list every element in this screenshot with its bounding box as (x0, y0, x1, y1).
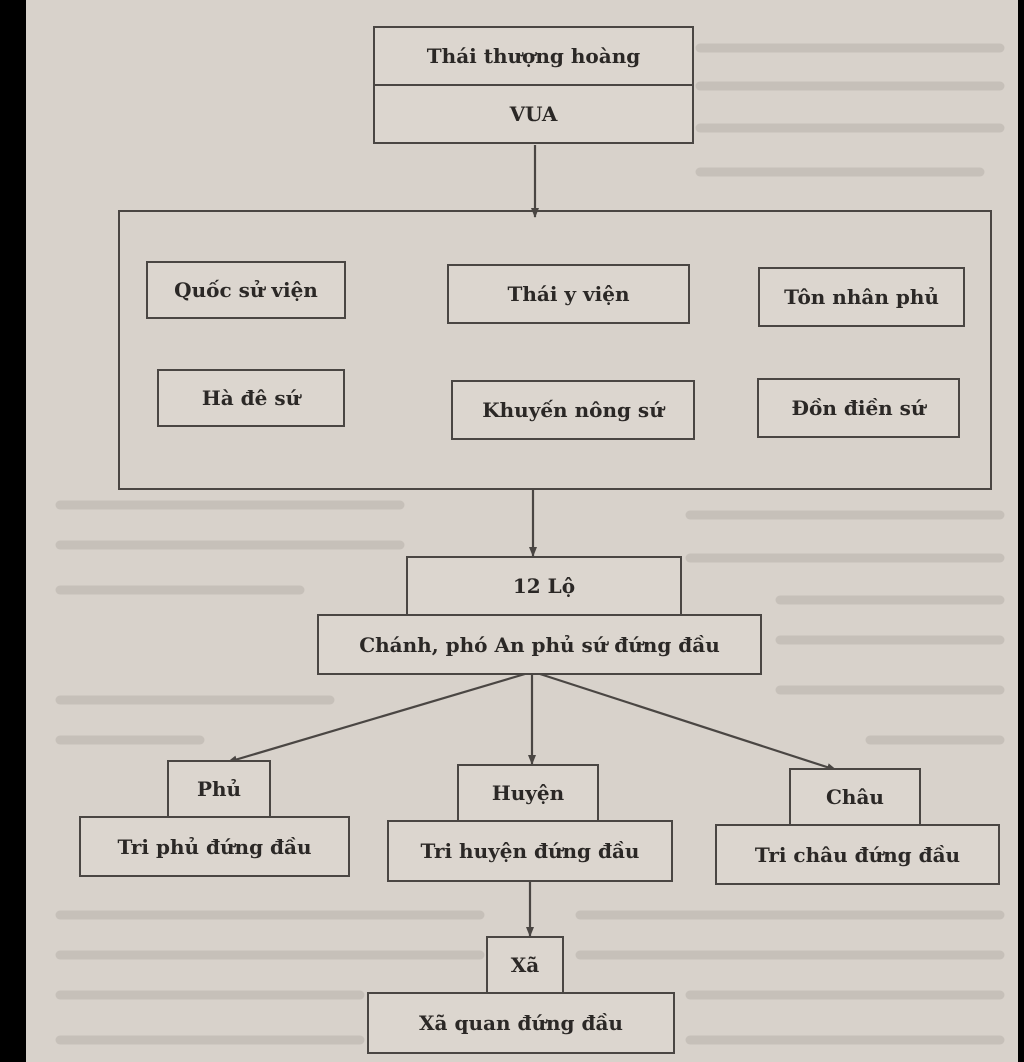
office-quoc-su-vien: Quốc sử viện (146, 261, 346, 319)
phu-box: Phủ (167, 760, 271, 818)
page-background (26, 0, 1018, 1062)
office-ton-nhan-phu: Tôn nhân phủ (758, 267, 965, 327)
xa-box: Xã (486, 936, 564, 994)
phu-head-label: Tri phủ đứng đầu (117, 834, 312, 859)
chau-head-box: Tri châu đứng đầu (715, 824, 1000, 885)
central-offices-group (118, 210, 992, 490)
arrow-lo-to-chau (539, 672, 837, 772)
king-label: VUA (509, 102, 558, 126)
office-label: Quốc sử viện (174, 278, 318, 302)
arrow-lo-to-phu (227, 672, 526, 764)
office-khuyen-nong-su: Khuyến nông sứ (451, 380, 695, 440)
lo-label: 12 Lộ (512, 574, 576, 598)
office-label: Tôn nhân phủ (784, 285, 939, 309)
office-don-dien-su: Đồn điền sứ (757, 378, 960, 438)
xa-head-box: Xã quan đứng đầu (367, 992, 675, 1054)
lo-box: 12 Lộ (406, 556, 682, 616)
office-ha-de-su: Hà đê sứ (157, 369, 345, 427)
huyen-head-box: Tri huyện đứng đầu (387, 820, 673, 882)
chau-label: Châu (826, 785, 884, 809)
xa-head-label: Xã quan đứng đầu (419, 1011, 623, 1035)
chau-box: Châu (789, 768, 921, 826)
phu-label: Phủ (196, 777, 242, 801)
office-label: Khuyến nông sứ (482, 398, 664, 422)
retired-emperor-box: Thái thượng hoàng (373, 26, 694, 86)
lo-head-box: Chánh, phó An phủ sứ đứng đầu (317, 614, 762, 675)
huyen-label: Huyện (491, 781, 565, 805)
office-thai-y-vien: Thái y viện (447, 264, 690, 324)
huyen-head-label: Tri huyện đứng đầu (420, 839, 640, 863)
office-label: Thái y viện (507, 282, 630, 306)
office-label: Đồn điền sứ (791, 396, 926, 420)
retired-emperor-label: Thái thượng hoàng (426, 44, 641, 68)
lo-head-label: Chánh, phó An phủ sứ đứng đầu (359, 632, 720, 657)
huyen-box: Huyện (457, 764, 599, 822)
chau-head-label: Tri châu đứng đầu (754, 842, 961, 867)
king-box: VUA (373, 84, 694, 144)
office-label: Hà đê sứ (201, 386, 301, 410)
xa-label: Xã (510, 953, 540, 977)
phu-head-box: Tri phủ đứng đầu (79, 816, 350, 877)
